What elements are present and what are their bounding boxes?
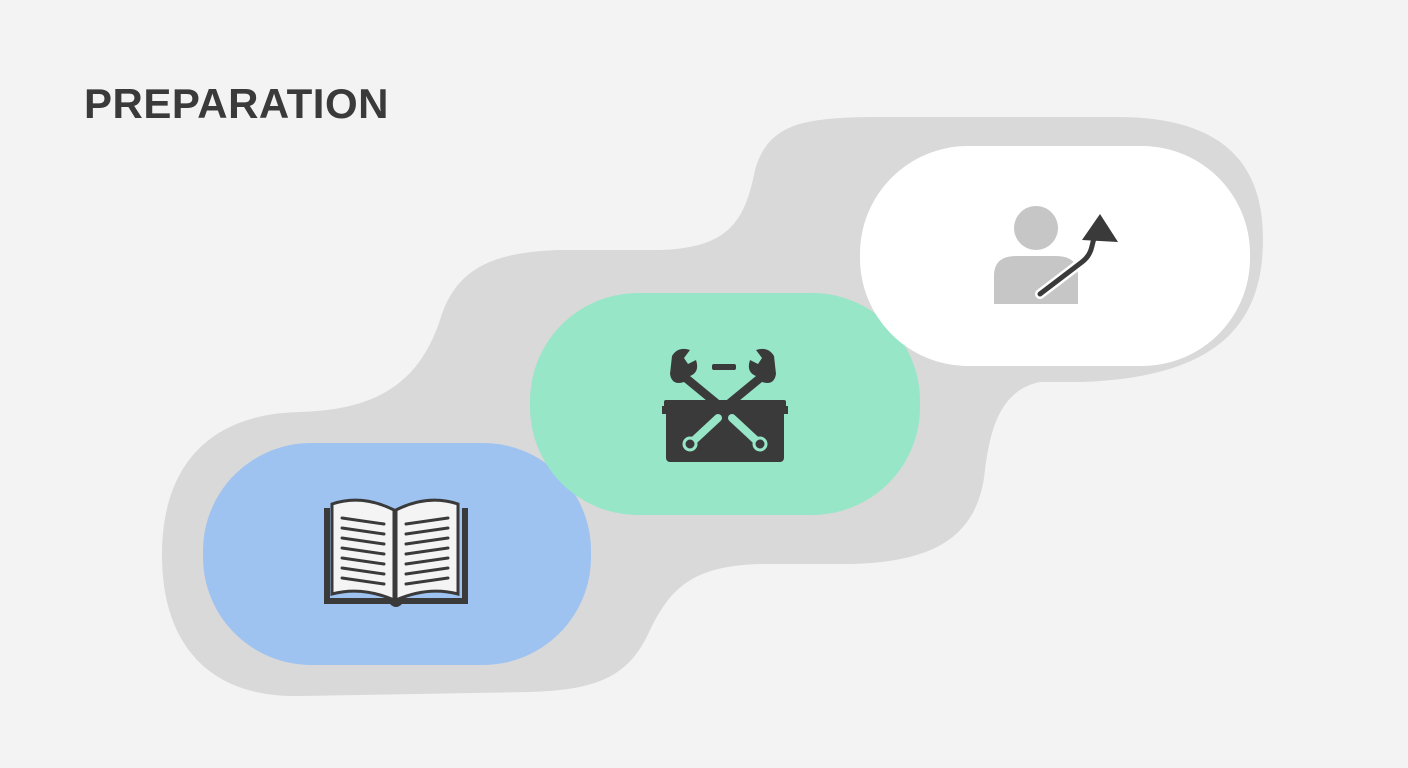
stage-study: [203, 443, 591, 665]
person-growth-arrow-icon: [994, 206, 1118, 304]
diagram-title: PREPARATION: [84, 80, 389, 127]
toolbox-icon: [662, 348, 788, 462]
open-book-icon: [324, 498, 468, 607]
stage-tools: [530, 293, 920, 515]
stage-growth: [860, 146, 1250, 366]
